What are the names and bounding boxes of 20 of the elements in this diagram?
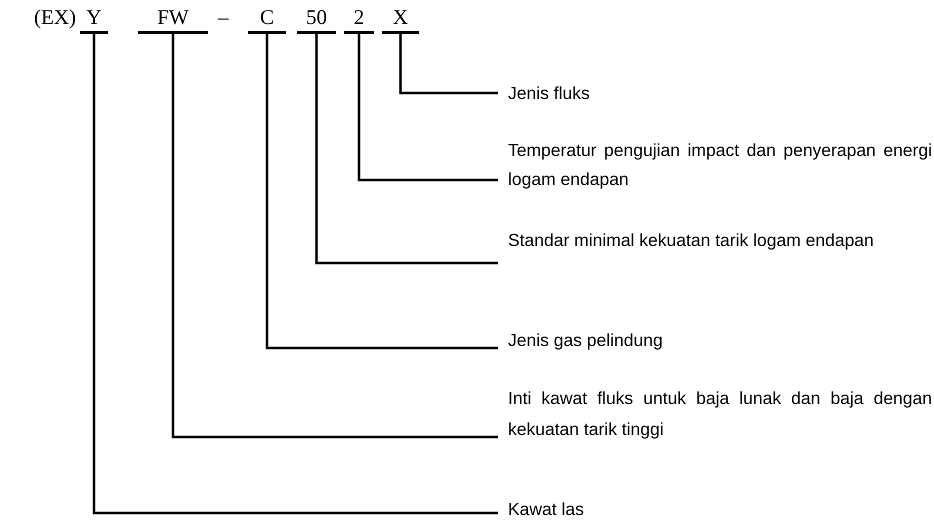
prefix-label: (EX) [34, 4, 76, 30]
leader-line [358, 32, 498, 182]
description-text: Inti kawat fluks untuk baja lunak dan baja dengan kekuatan tarik tinggi [498, 383, 932, 445]
code-segment: Y [80, 4, 108, 34]
leader-line [92, 32, 498, 514]
leader-line [266, 32, 498, 350]
description-text: Temperatur pengujian impact dan penyerapan energi logam endapan [498, 136, 932, 194]
description-text: Jenis gas pelindung [498, 326, 932, 355]
leader-line [172, 32, 498, 438]
description-text: Jenis fluks [498, 79, 932, 108]
leader-line [399, 32, 498, 94]
code-segment: C [248, 4, 286, 34]
code-segment: 2 [344, 4, 374, 34]
code-segment: 50 [297, 4, 336, 34]
description-text: Kawat las [498, 496, 932, 522]
code-segment: X [382, 4, 419, 34]
separator-dash: – [218, 4, 228, 30]
description-text: Standar minimal kekuatan tarik logam endapan [498, 226, 932, 255]
code-segment: FW [138, 4, 208, 34]
leader-line [315, 32, 498, 264]
